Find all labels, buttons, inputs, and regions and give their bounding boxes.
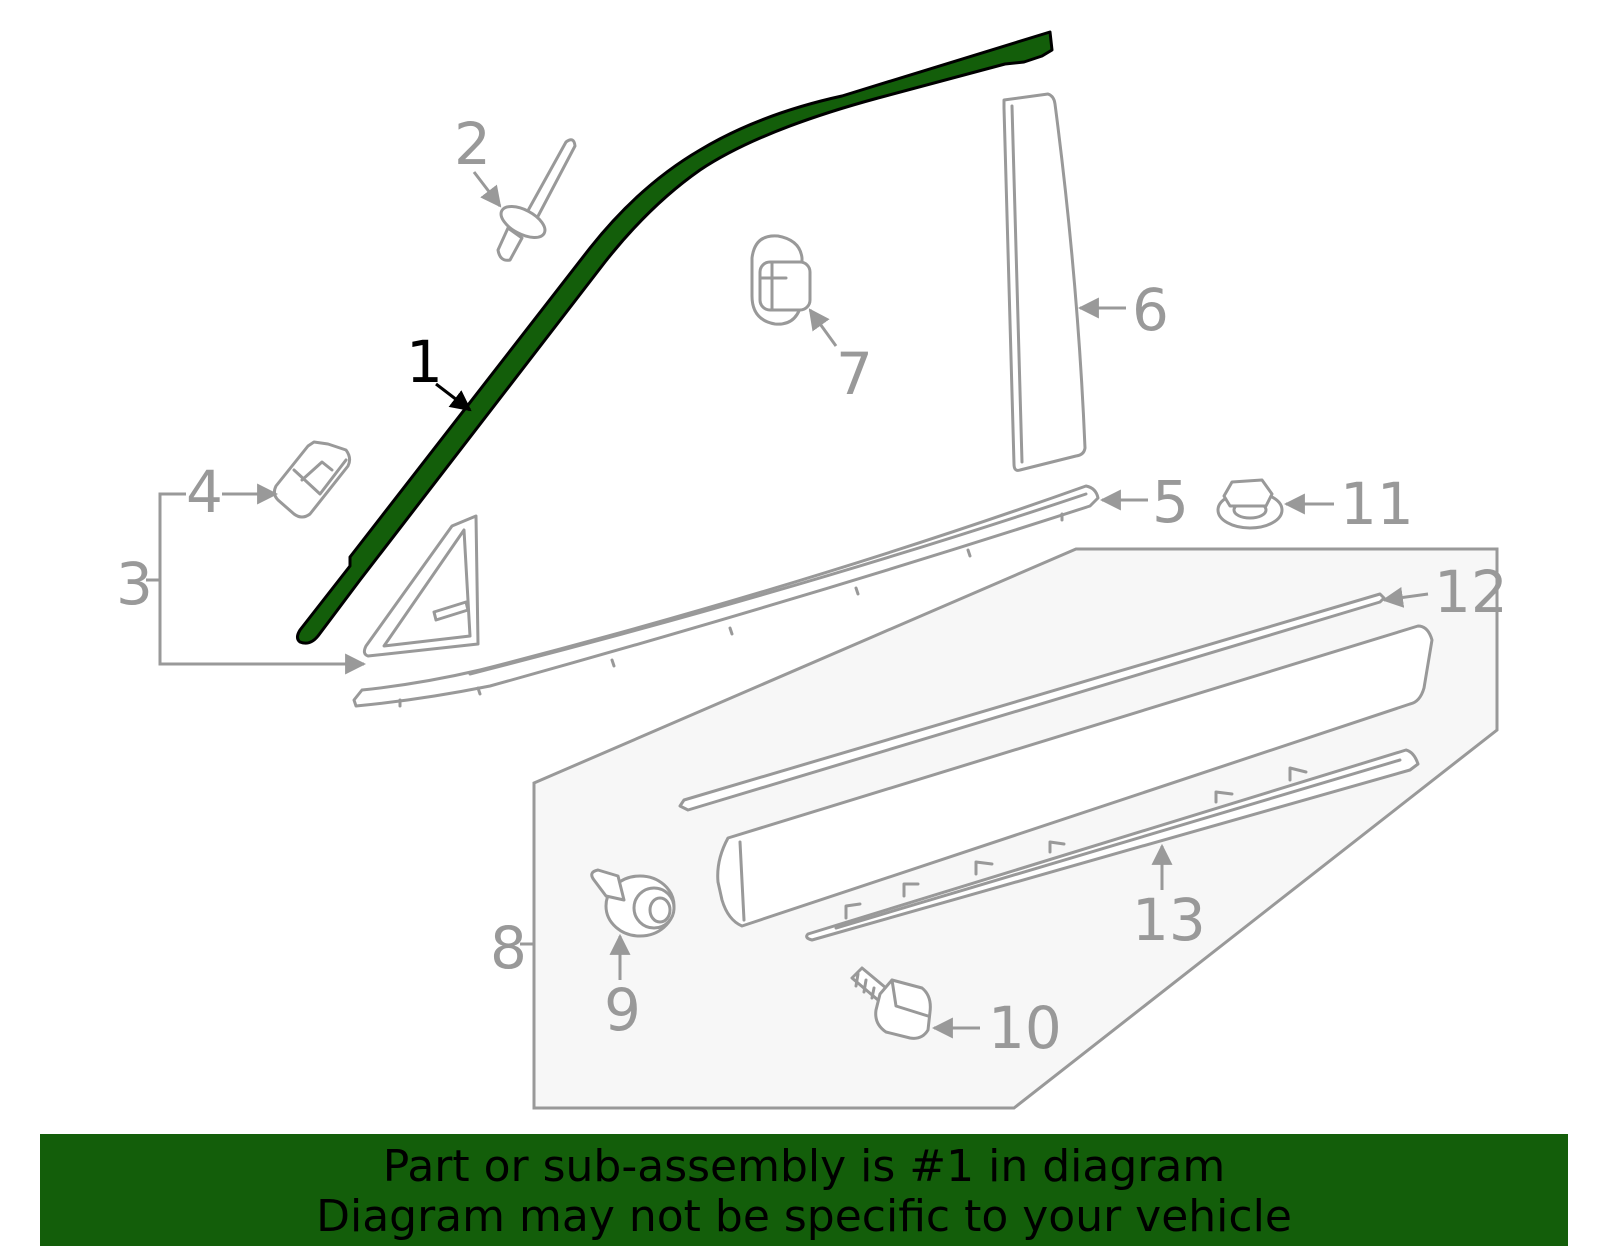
- callout-10: 10: [988, 994, 1062, 1062]
- callout-6: 6: [1132, 276, 1169, 344]
- callout-3: 3: [116, 550, 153, 618]
- leader-1: [435, 382, 472, 412]
- leader-7: [808, 308, 838, 347]
- callout-13: 13: [1132, 886, 1206, 954]
- callout-5: 5: [1152, 468, 1189, 536]
- callout-9: 9: [604, 976, 641, 1044]
- part-6-pillar-applique[interactable]: [1002, 92, 1087, 472]
- callout-8: 8: [490, 914, 527, 982]
- callout-11: 11: [1340, 470, 1414, 538]
- callout-2: 2: [454, 110, 491, 178]
- part-1-pillar-molding[interactable]: [296, 30, 1054, 645]
- part-3-triangle-molding[interactable]: [362, 514, 480, 658]
- info-banner: Part or sub-assembly is #1 in diagram Di…: [40, 1134, 1568, 1246]
- part-10-screw[interactable]: [850, 966, 932, 1040]
- part-5-belt-molding[interactable]: [352, 484, 1100, 708]
- banner-line-2: Diagram may not be specific to your vehi…: [316, 1191, 1292, 1242]
- banner-line-1: Part or sub-assembly is #1 in diagram: [382, 1141, 1226, 1192]
- callout-12: 12: [1434, 558, 1508, 626]
- part-7-clip[interactable]: [750, 234, 812, 326]
- callout-4: 4: [186, 458, 223, 526]
- part-11-nut[interactable]: [1216, 478, 1284, 530]
- part-4-clip[interactable]: [272, 440, 352, 519]
- callout-7: 7: [836, 340, 873, 408]
- leader-2: [472, 171, 502, 208]
- callout-1: 1: [406, 328, 443, 396]
- part-8-door-molding[interactable]: [716, 624, 1434, 928]
- leader-12: [1381, 587, 1429, 608]
- part-2-pin-clip[interactable]: [496, 138, 577, 262]
- part-9-push-clip[interactable]: [590, 868, 676, 938]
- part-13-lower-strip[interactable]: [805, 748, 1420, 942]
